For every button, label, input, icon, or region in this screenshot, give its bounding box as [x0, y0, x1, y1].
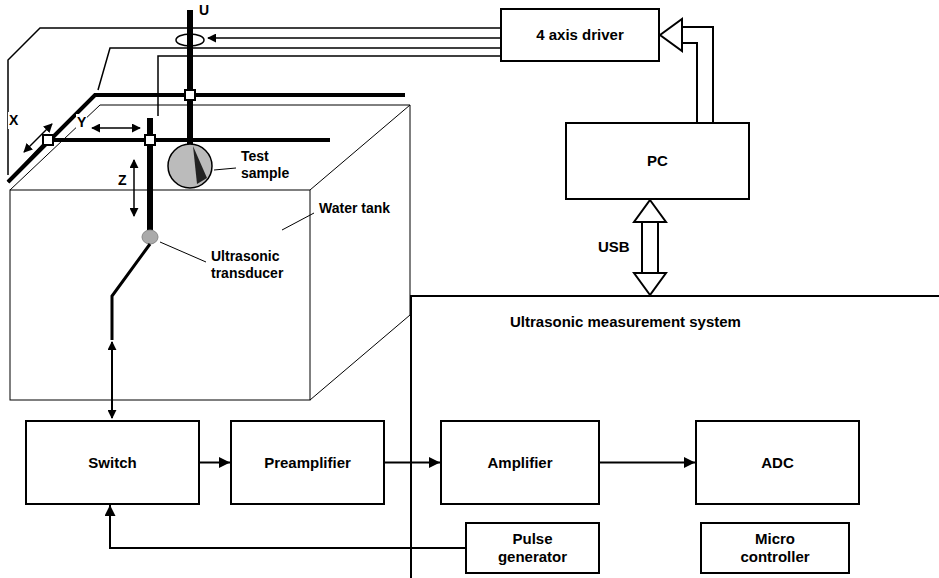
- box-label: PC: [647, 152, 668, 170]
- z-wire: [158, 56, 500, 116]
- box-label: Amplifier: [487, 454, 552, 472]
- box-label: 4 axis driver: [536, 26, 624, 44]
- x-carriage-arm: [8, 140, 48, 182]
- part-label: Ultrasonic transducer: [210, 248, 298, 282]
- y-carriage: [145, 135, 155, 145]
- signal-line: [385, 462, 440, 464]
- bus-arrowhead: [634, 200, 666, 222]
- part-label: Water tank: [318, 200, 391, 217]
- leader-line: [160, 242, 206, 262]
- panel-heading: Ultrasonic measurement system: [510, 313, 741, 331]
- u-carriage: [185, 90, 195, 100]
- box-label: Micro controller: [728, 530, 823, 566]
- transducer-cable: [112, 244, 150, 340]
- bus-outline: [680, 35, 705, 122]
- system-panel: Ultrasonic measurement systemAmplifier AD…: [410, 295, 939, 578]
- process-box: ADC: [695, 420, 860, 505]
- signal-arrow: [600, 462, 695, 463]
- part-label: Test sample: [240, 148, 300, 182]
- box-label: ADC: [761, 454, 794, 472]
- bus-arrow: [660, 19, 705, 122]
- bus-arrow: [634, 200, 666, 295]
- sample-wedge: [193, 146, 207, 184]
- rotation-symbol: [176, 34, 204, 46]
- bus-fill: [643, 220, 657, 275]
- process-box: Amplifier: [440, 420, 600, 505]
- leader-line: [282, 213, 314, 230]
- tank-back: [10, 105, 410, 400]
- bus-fill: [680, 35, 705, 122]
- tank-front: [10, 190, 310, 400]
- x-carriage: [43, 135, 53, 145]
- bus-arrowhead: [634, 273, 666, 295]
- axis-label: Z: [117, 172, 128, 189]
- box-label: Pulse generator: [485, 530, 580, 566]
- bus-outline: [641, 220, 659, 275]
- process-box: Micro controller: [700, 522, 850, 574]
- axis-label: Y: [76, 114, 87, 131]
- y-arrow: [92, 127, 140, 129]
- axis-label: X: [8, 112, 19, 129]
- u-wire: [208, 37, 500, 39]
- axis-label: U: [198, 2, 210, 19]
- signal-arrow: [385, 462, 440, 463]
- leader-line: [214, 168, 236, 170]
- u-post: [187, 10, 193, 146]
- ultrasonic-transducer: [142, 230, 158, 244]
- test-sample: [168, 144, 212, 188]
- box-label: Switch: [88, 454, 136, 472]
- signal-line: [600, 462, 695, 464]
- z-arrow: [133, 160, 135, 216]
- cable-arrow: [111, 342, 113, 418]
- bus-arrowhead: [660, 19, 682, 51]
- process-box: PC: [565, 122, 750, 200]
- process-box: 4 axis driver: [500, 8, 660, 62]
- process-box: Pulse generator: [465, 522, 600, 574]
- edge-label: USB: [596, 238, 632, 255]
- box-label: Preamplifier: [264, 454, 351, 472]
- signal-line: [200, 462, 230, 464]
- signal-arrow: [200, 462, 230, 463]
- x-arrow: [24, 124, 52, 152]
- process-box: Preamplifier: [230, 420, 385, 505]
- process-box: Switch: [25, 420, 200, 505]
